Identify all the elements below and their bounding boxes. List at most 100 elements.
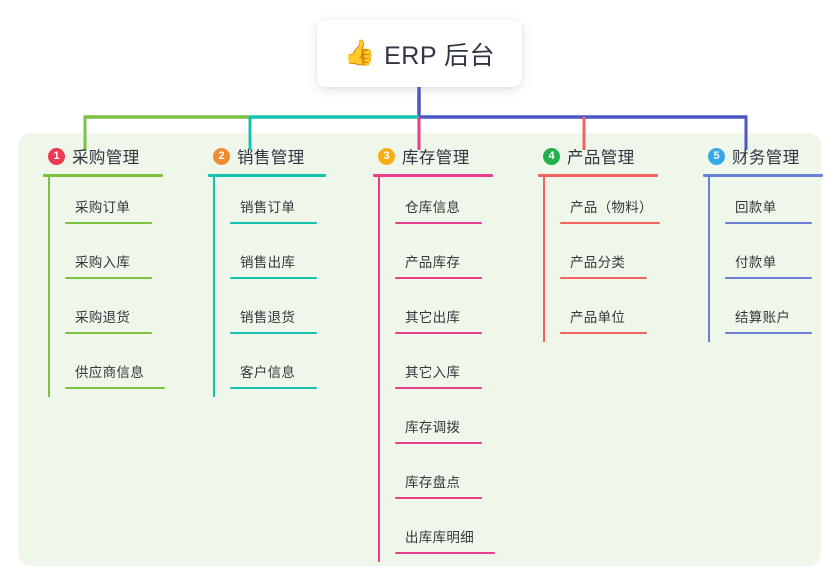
module-item-rule: [725, 222, 812, 224]
module-item[interactable]: 库存盘点: [395, 452, 510, 507]
module-rule-3: [373, 174, 493, 177]
module-spine-5: [708, 177, 710, 342]
module-item-label: 库存调拨: [405, 420, 461, 435]
module-item-rule: [230, 332, 317, 334]
module-column-4: 4 产品管理产品（物料） 产品分类产品单位: [523, 144, 675, 342]
module-item-rule: [230, 387, 317, 389]
module-item-label: 产品库存: [405, 255, 461, 270]
module-item-rule: [65, 222, 152, 224]
module-items-2: 销售订单销售出库销售退货客户信息: [213, 177, 345, 397]
module-item[interactable]: 销售退货: [230, 287, 345, 342]
module-item-label: 采购订单: [75, 200, 131, 215]
module-item[interactable]: 采购入库: [65, 232, 180, 287]
module-item[interactable]: 其它出库: [395, 287, 510, 342]
module-title-1: 采购管理: [72, 149, 140, 167]
module-item-rule: [65, 332, 152, 334]
module-item-label: 供应商信息: [75, 365, 144, 380]
root-node[interactable]: 👍 ERP 后台: [317, 20, 522, 87]
module-item-rule: [395, 277, 482, 279]
module-item[interactable]: 仓库信息: [395, 177, 510, 232]
module-item[interactable]: 销售订单: [230, 177, 345, 232]
module-item-rule: [560, 332, 647, 334]
module-item-label: 其它入库: [405, 365, 461, 380]
module-item[interactable]: 客户信息: [230, 342, 345, 397]
module-item-label: 销售订单: [240, 200, 296, 215]
module-item-rule: [725, 332, 812, 334]
module-badge-2: 2: [213, 147, 230, 165]
module-item[interactable]: 采购订单: [65, 177, 180, 232]
module-item-rule: [560, 222, 660, 224]
module-item-rule: [395, 332, 482, 334]
module-item[interactable]: 出库库明细: [395, 507, 510, 562]
module-item[interactable]: 采购退货: [65, 287, 180, 342]
thumbs-up-icon: 👍: [343, 39, 376, 67]
module-title-5: 财务管理: [732, 149, 800, 167]
module-item-rule: [65, 387, 165, 389]
module-item-rule: [65, 277, 152, 279]
module-item[interactable]: 付款单: [725, 232, 839, 287]
module-header-1[interactable]: 1 采购管理: [28, 144, 180, 168]
module-items-4: 产品（物料） 产品分类产品单位: [543, 177, 675, 342]
modules-panel: [18, 133, 821, 566]
module-item-label: 回款单: [735, 200, 777, 215]
module-item[interactable]: 产品（物料）: [560, 177, 675, 232]
module-item-label: 产品（物料）: [570, 200, 653, 215]
module-spine-4: [543, 177, 545, 342]
module-rule-4: [538, 174, 658, 177]
module-column-3: 3 库存管理仓库信息产品库存其它出库其它入库库存调拨库存盘点出库库明细: [358, 144, 510, 562]
module-item-label: 其它出库: [405, 310, 461, 325]
module-item-rule: [560, 277, 647, 279]
module-item[interactable]: 产品分类: [560, 232, 675, 287]
module-header-5[interactable]: 5 财务管理: [688, 144, 839, 168]
module-items-5: 回款单付款单结算账户: [708, 177, 839, 342]
module-item-label: 客户信息: [240, 365, 296, 380]
module-spine-3: [378, 177, 380, 562]
module-item-rule: [725, 277, 812, 279]
module-item-label: 产品分类: [570, 255, 626, 270]
module-item[interactable]: 供应商信息: [65, 342, 180, 397]
module-rule-1: [43, 174, 163, 177]
module-item-label: 产品单位: [570, 310, 626, 325]
module-item[interactable]: 销售出库: [230, 232, 345, 287]
module-item-label: 销售退货: [240, 310, 296, 325]
module-item[interactable]: 产品单位: [560, 287, 675, 342]
module-item[interactable]: 结算账户: [725, 287, 839, 342]
module-column-5: 5 财务管理回款单付款单结算账户: [688, 144, 839, 342]
module-spine-1: [48, 177, 50, 397]
module-item-rule: [230, 277, 317, 279]
module-item-rule: [395, 442, 482, 444]
module-item[interactable]: 产品库存: [395, 232, 510, 287]
module-item-rule: [230, 222, 317, 224]
module-items-1: 采购订单采购入库采购退货供应商信息: [48, 177, 180, 397]
module-header-3[interactable]: 3 库存管理: [358, 144, 510, 168]
module-badge-5: 5: [708, 147, 725, 165]
module-item-rule: [395, 497, 482, 499]
module-item[interactable]: 其它入库: [395, 342, 510, 397]
module-item-label: 结算账户: [735, 310, 791, 325]
module-item-rule: [395, 552, 495, 554]
module-item[interactable]: 库存调拨: [395, 397, 510, 452]
module-badge-4: 4: [543, 147, 560, 165]
module-header-4[interactable]: 4 产品管理: [523, 144, 675, 168]
module-rule-5: [703, 174, 823, 177]
module-badge-3: 3: [378, 147, 395, 165]
module-badge-1: 1: [48, 147, 65, 165]
module-spine-2: [213, 177, 215, 397]
module-item-label: 采购入库: [75, 255, 131, 270]
module-item-label: 出库库明细: [405, 530, 474, 545]
module-title-3: 库存管理: [402, 149, 470, 167]
root-title: ERP 后台: [384, 41, 496, 70]
module-column-2: 2 销售管理销售订单销售出库销售退货客户信息: [193, 144, 345, 397]
module-rule-2: [208, 174, 326, 177]
module-title-4: 产品管理: [567, 149, 635, 167]
module-item[interactable]: 回款单: [725, 177, 839, 232]
module-header-2[interactable]: 2 销售管理: [193, 144, 345, 168]
module-items-3: 仓库信息产品库存其它出库其它入库库存调拨库存盘点出库库明细: [378, 177, 510, 562]
module-item-rule: [395, 222, 482, 224]
module-item-label: 付款单: [735, 255, 777, 270]
module-item-rule: [395, 387, 482, 389]
module-title-2: 销售管理: [237, 149, 305, 167]
module-item-label: 采购退货: [75, 310, 131, 325]
